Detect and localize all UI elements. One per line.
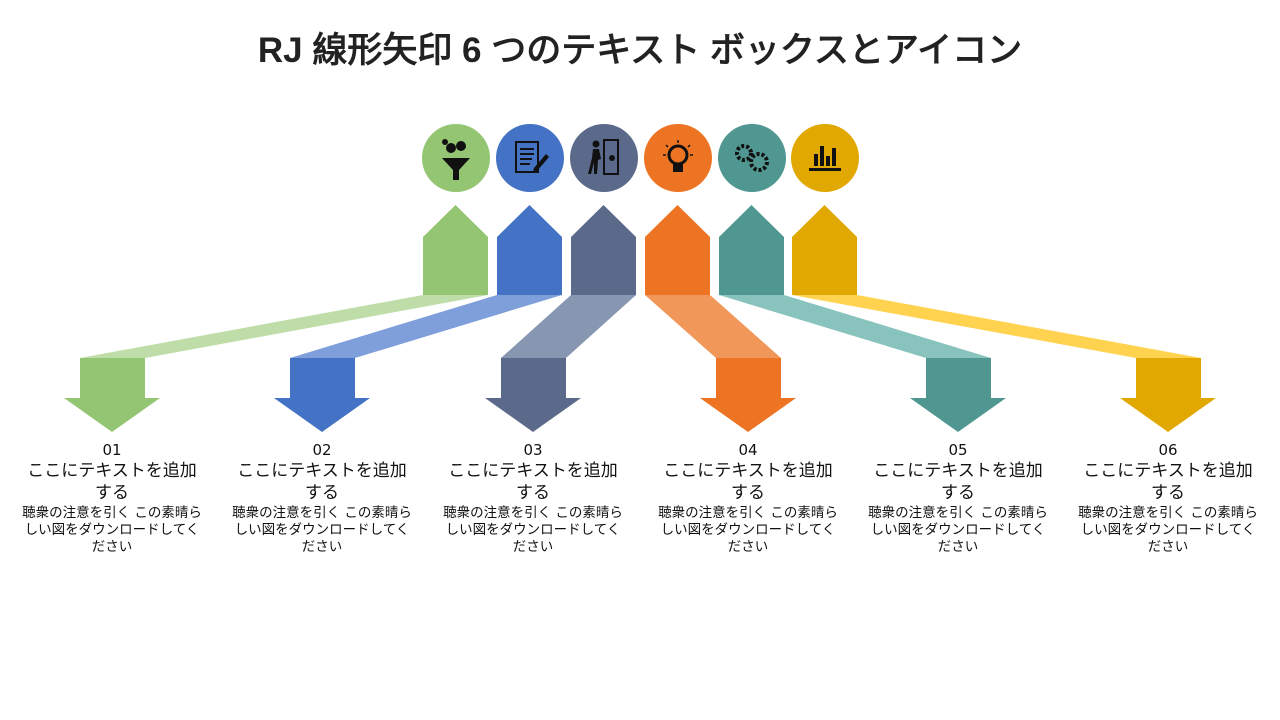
funnel-money-badge xyxy=(421,124,490,192)
bar-chart-icon xyxy=(808,146,841,171)
step-number: 03 xyxy=(523,441,543,459)
step-body: 聴衆の注意を引く この素晴らしい図をダウンロードしてください xyxy=(443,505,623,555)
step-number: 05 xyxy=(948,441,968,459)
connector-band-04 xyxy=(645,295,781,358)
step-heading: ここにテキストを追加する xyxy=(27,461,197,503)
up-arrow-05 xyxy=(719,205,784,295)
text-box-02: 02 ここにテキストを追加する聴衆の注意を引く この素晴らしい図をダウンロードして… xyxy=(222,440,422,556)
text-box-01: 01 ここにテキストを追加する聴衆の注意を引く この素晴らしい図をダウンロードして… xyxy=(12,440,212,556)
connector-band-05 xyxy=(719,295,991,358)
step-number: 04 xyxy=(738,441,758,459)
connector-band-06 xyxy=(792,295,1201,358)
connector-band-01 xyxy=(80,295,488,358)
step-body: 聴衆の注意を引く この素晴らしい図をダウンロードしてください xyxy=(22,505,202,555)
lightbulb-badge xyxy=(643,124,712,192)
down-arrow-06 xyxy=(1120,358,1216,432)
document-pen-icon xyxy=(514,141,549,173)
person-presentation-badge xyxy=(569,124,638,192)
bar-chart-badge xyxy=(790,124,859,192)
gears-badge xyxy=(717,124,786,192)
down-arrow-01 xyxy=(64,358,160,432)
step-heading: ここにテキストを追加する xyxy=(663,461,833,503)
connector-band-03 xyxy=(501,295,636,358)
text-box-05: 05 ここにテキストを追加する聴衆の注意を引く この素晴らしい図をダウンロードして… xyxy=(858,440,1058,556)
person-presentation-icon xyxy=(587,139,619,175)
lightbulb-icon xyxy=(662,140,693,172)
step-body: 聴衆の注意を引く この素晴らしい図をダウンロードしてください xyxy=(232,505,412,555)
up-arrow-06 xyxy=(792,205,857,295)
up-arrow-02 xyxy=(497,205,562,295)
document-pen-badge xyxy=(495,124,564,192)
up-arrow-03 xyxy=(571,205,636,295)
text-box-03: 03 ここにテキストを追加する聴衆の注意を引く この素晴らしい図をダウンロードして… xyxy=(433,440,633,556)
up-arrow-04 xyxy=(645,205,710,295)
gears-icon xyxy=(734,144,769,172)
text-box-04: 04 ここにテキストを追加する聴衆の注意を引く この素晴らしい図をダウンロードして… xyxy=(648,440,848,556)
step-heading: ここにテキストを追加する xyxy=(448,461,618,503)
up-arrow-01 xyxy=(423,205,488,295)
down-arrow-04 xyxy=(700,358,796,432)
step-heading: ここにテキストを追加する xyxy=(873,461,1043,503)
step-body: 聴衆の注意を引く この素晴らしい図をダウンロードしてください xyxy=(868,505,1048,555)
down-arrow-05 xyxy=(910,358,1006,432)
down-arrow-02 xyxy=(274,358,370,432)
text-box-06: 06 ここにテキストを追加する聴衆の注意を引く この素晴らしい図をダウンロードして… xyxy=(1068,440,1268,556)
step-heading: ここにテキストを追加する xyxy=(1083,461,1253,503)
page-title: RJ 線形矢印 6 つのテキスト ボックスとアイコン xyxy=(257,31,1023,70)
step-heading: ここにテキストを追加する xyxy=(237,461,407,503)
step-body: 聴衆の注意を引く この素晴らしい図をダウンロードしてください xyxy=(658,505,838,555)
step-body: 聴衆の注意を引く この素晴らしい図をダウンロードしてください xyxy=(1078,505,1258,555)
funnel-money-icon xyxy=(441,139,470,180)
step-number: 02 xyxy=(312,441,332,459)
step-number: 06 xyxy=(1158,441,1178,459)
down-arrow-03 xyxy=(485,358,581,432)
connector-band-02 xyxy=(290,295,562,358)
step-number: 01 xyxy=(102,441,122,459)
